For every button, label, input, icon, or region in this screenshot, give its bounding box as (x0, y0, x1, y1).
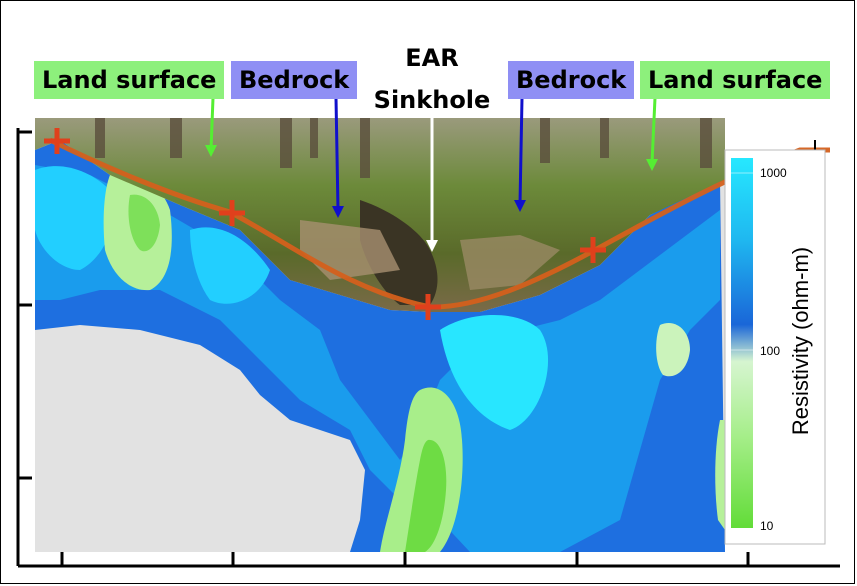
land-surface-label-right: Land surface (640, 61, 831, 99)
ear-label: EAR (405, 44, 459, 72)
legend-tick-1000: 1000 (760, 166, 787, 180)
survey-marker (580, 237, 606, 263)
legend-tick-100: 100 (760, 344, 781, 358)
sinkhole-cavity (360, 200, 438, 305)
land-surface-arrow-left (205, 97, 217, 157)
survey-markers (44, 128, 606, 320)
survey-marker (44, 128, 70, 154)
rock-ledge-right (460, 235, 560, 290)
resistivity-high-zone (440, 315, 549, 430)
low-resistivity-zone-1-core (128, 194, 160, 252)
low-resistivity-zone-2-core (405, 439, 447, 552)
low-resistivity-zone-4 (715, 420, 725, 530)
axes (16, 128, 840, 568)
sinkhole-arrow (426, 115, 438, 252)
resistivity-high-zone-mid (190, 227, 270, 304)
resistivity-high-zone-left (35, 166, 113, 270)
trees (95, 118, 712, 178)
bedrock-label-left: Bedrock (231, 61, 358, 99)
low-resistivity-zone-3 (656, 322, 690, 377)
survey-marker (415, 294, 441, 320)
land-surface-label-left: Land surface (34, 61, 225, 99)
survey-marker (219, 200, 245, 226)
bedrock-label-right: Bedrock (508, 61, 635, 99)
sinkhole-label: Sinkhole (373, 86, 491, 114)
bedrock-arrow-left (332, 97, 344, 218)
legend-tick-10: 10 (760, 519, 774, 533)
bedrock-arrow-right (514, 97, 526, 212)
legend-colorbar (731, 158, 753, 528)
legend-title: Resistivity (ohm-m) (788, 246, 813, 436)
land-surface-arrow-right (646, 97, 658, 171)
